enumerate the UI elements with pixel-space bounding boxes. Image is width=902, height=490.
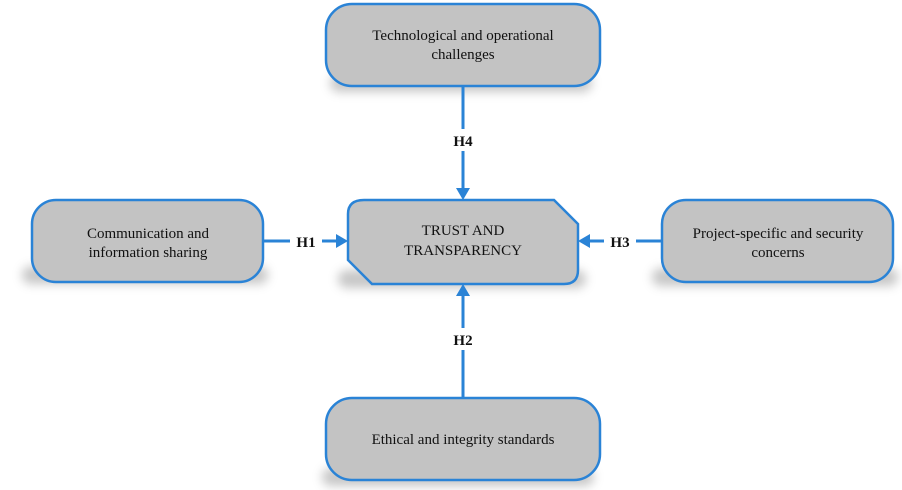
edge-label-h3: H3 bbox=[610, 235, 629, 251]
node-technological-line1: Technological and operational bbox=[372, 28, 553, 44]
edge-label-bg-h2 bbox=[448, 328, 478, 350]
edge-label-bg-h1 bbox=[290, 231, 322, 251]
node-ethical-line1: Ethical and integrity standards bbox=[372, 432, 555, 448]
edge-label-h2: H2 bbox=[453, 333, 472, 349]
node-technological-challenges: Technological and operational challenges bbox=[324, 2, 602, 88]
node-trust-line1: TRUST AND bbox=[422, 223, 505, 239]
node-communication: Communication and information sharing bbox=[30, 198, 265, 284]
node-trust-line2: TRANSPARENCY bbox=[404, 243, 522, 259]
edge-label-h4: H4 bbox=[453, 134, 473, 150]
node-project-security: Project-specific and security concerns bbox=[660, 198, 895, 284]
edge-label-bg-h4 bbox=[448, 129, 478, 151]
edge-label-bg-h3 bbox=[604, 231, 636, 251]
node-trust-transparency: TRUST AND TRANSPARENCY bbox=[346, 198, 580, 286]
edge-label-h1: H1 bbox=[296, 235, 315, 251]
node-communication-line1: Communication and bbox=[87, 226, 210, 242]
node-project-line2: concerns bbox=[751, 245, 804, 261]
node-communication-line2: information sharing bbox=[89, 245, 208, 261]
node-project-line1: Project-specific and security bbox=[693, 226, 864, 242]
node-ethical-standards: Ethical and integrity standards bbox=[324, 396, 602, 482]
node-technological-line2: challenges bbox=[431, 47, 494, 63]
